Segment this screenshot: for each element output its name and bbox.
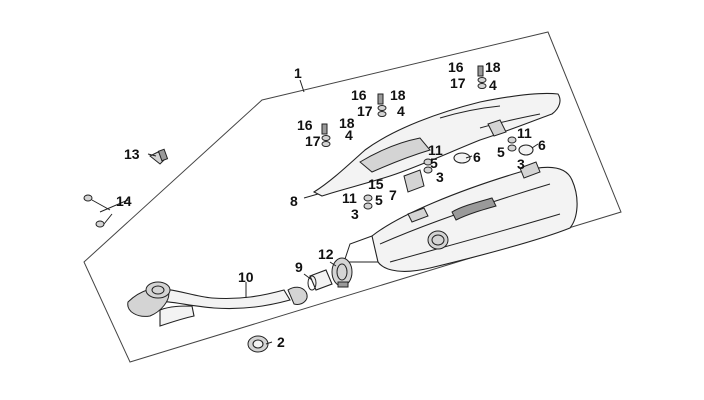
callout-11: 11 <box>342 190 357 206</box>
callout-18: 18 <box>485 59 501 75</box>
callout-8: 8 <box>290 193 298 209</box>
callout-16: 16 <box>297 117 313 133</box>
clamp <box>331 257 353 288</box>
oxygen-sensor <box>149 148 169 165</box>
callout-13: 13 <box>124 146 140 162</box>
callout-5: 5 <box>430 155 438 171</box>
assembly-frame <box>83 31 622 363</box>
callout-7: 7 <box>389 187 397 203</box>
leader-lines <box>99 79 539 345</box>
callout-5: 5 <box>497 144 505 160</box>
callout-3: 3 <box>351 206 359 222</box>
callout-17: 17 <box>450 75 466 91</box>
callout-12: 12 <box>318 246 334 262</box>
callout-11: 11 <box>517 125 532 141</box>
callout-6: 6 <box>473 149 481 165</box>
callout-14: 14 <box>116 193 132 209</box>
callout-4: 4 <box>345 127 353 143</box>
callout-4: 4 <box>397 103 405 119</box>
gasket-ring <box>247 335 269 353</box>
hardware-top <box>321 65 487 147</box>
callout-11: 11 <box>428 142 443 158</box>
callouts: 1 2 3 3 3 4 4 4 5 5 5 6 6 7 8 9 10 11 11… <box>116 59 546 350</box>
callout-4: 4 <box>489 77 497 93</box>
callout-17: 17 <box>357 103 373 119</box>
header-pipe <box>127 281 308 327</box>
callout-18: 18 <box>390 87 406 103</box>
callout-6: 6 <box>538 137 546 153</box>
callout-3: 3 <box>436 169 444 185</box>
callout-9: 9 <box>295 259 303 275</box>
hardware-mid <box>363 136 534 210</box>
callout-1: 1 <box>294 65 302 81</box>
gasket-sleeve <box>307 269 333 291</box>
muffler <box>343 161 578 272</box>
callout-16: 16 <box>351 87 367 103</box>
callout-5: 5 <box>375 192 383 208</box>
callout-15: 15 <box>368 176 384 192</box>
callout-2: 2 <box>277 334 285 350</box>
callout-16: 16 <box>448 59 464 75</box>
heat-shield <box>312 92 561 197</box>
callout-3: 3 <box>517 156 525 172</box>
callout-10: 10 <box>238 269 254 285</box>
callout-18: 18 <box>339 115 355 131</box>
callout-17: 17 <box>305 133 321 149</box>
bolts <box>83 194 113 228</box>
